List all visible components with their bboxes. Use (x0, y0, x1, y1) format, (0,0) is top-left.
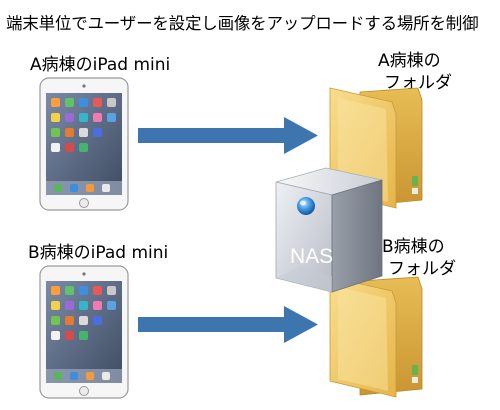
folder-icon (329, 276, 423, 398)
nas-icon: NAS (275, 167, 383, 293)
folder-label-b: B病棟の フォルダ (382, 236, 456, 280)
arrow-icon (138, 117, 318, 154)
device-label-a: A病棟のiPad mini (30, 55, 171, 75)
diagram-title: 端末単位でユーザーを設定し画像をアップロードする場所を制御 (6, 14, 479, 33)
tablet-icon (39, 265, 129, 399)
arrow-icon (138, 306, 318, 343)
folder-label-b-line2: フォルダ (388, 259, 456, 279)
nas-label: NAS (290, 245, 333, 268)
nas-led-icon (297, 197, 315, 215)
tablet-icon (39, 77, 129, 211)
folder-label-b-line1: B病棟の (382, 237, 445, 257)
folder-label-a-line2: フォルダ (384, 73, 452, 93)
device-label-b: B病棟のiPad mini (28, 243, 169, 263)
folder-label-a: A病棟の フォルダ (378, 50, 452, 94)
folder-label-a-line1: A病棟の (378, 51, 441, 71)
